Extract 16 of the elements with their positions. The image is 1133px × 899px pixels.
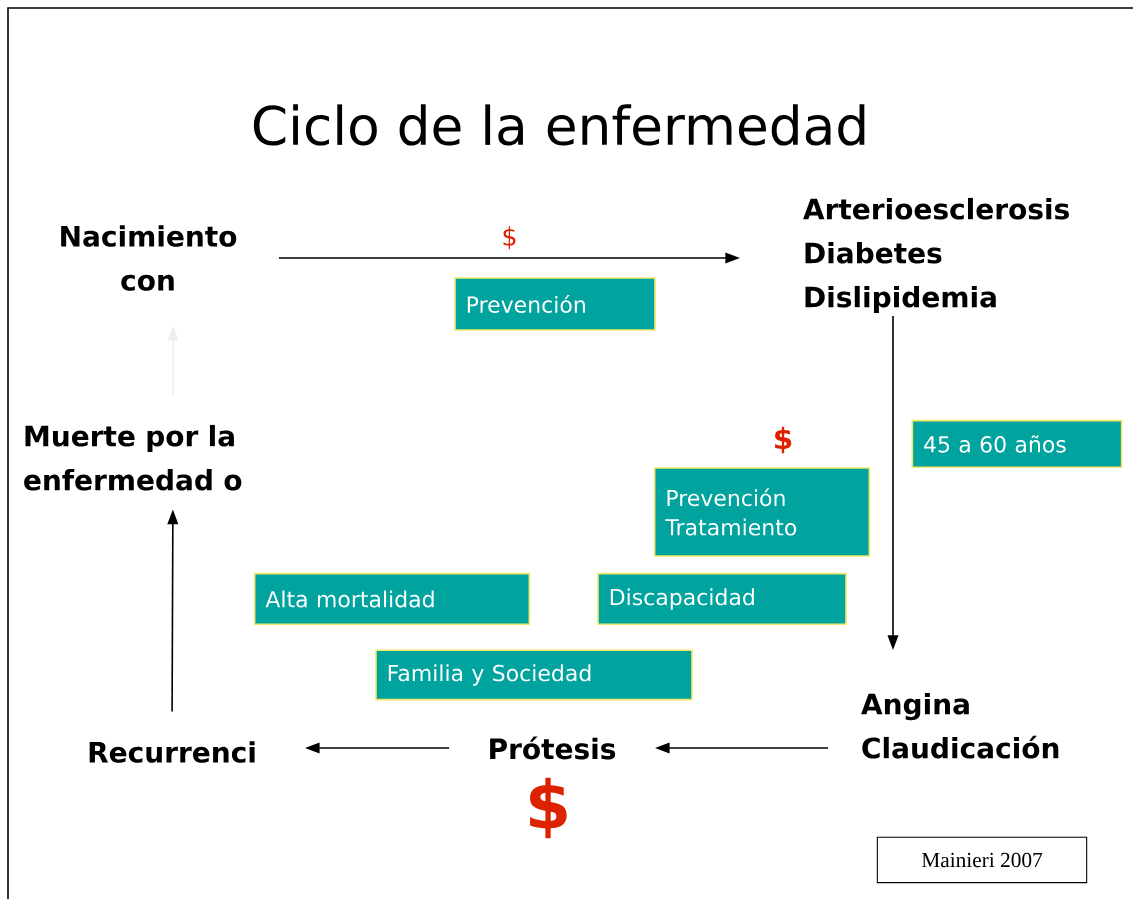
disease-stage-text: Prótesis <box>490 736 616 760</box>
label-box: Prevención <box>454 277 656 331</box>
label-box: Prevención Tratamiento <box>653 467 871 557</box>
label-box: Alta mortalidad <box>253 572 531 626</box>
label-box: Discapacidad <box>597 572 847 626</box>
title: Ciclo de la enfermedad <box>253 104 865 146</box>
cost-sign: $ <box>530 777 567 839</box>
disease-stage-text: Angina Claudicación <box>861 692 1059 759</box>
citation-box: Mainieri 2007 <box>876 836 1088 884</box>
edge-label: $ <box>503 226 516 250</box>
label-box: Familia y Sociedad <box>375 649 693 701</box>
label-box: 45 a 60 años <box>911 419 1123 469</box>
disease-stage-text: Muerte por la enfermedad o <box>24 424 242 491</box>
disease-stage-text: Recurrenci <box>89 741 255 763</box>
disease-stage-text: Nacimiento con <box>61 225 237 291</box>
disease-stage-text: Arterioesclerosis Diabetes Dislipidemia <box>803 197 1069 314</box>
